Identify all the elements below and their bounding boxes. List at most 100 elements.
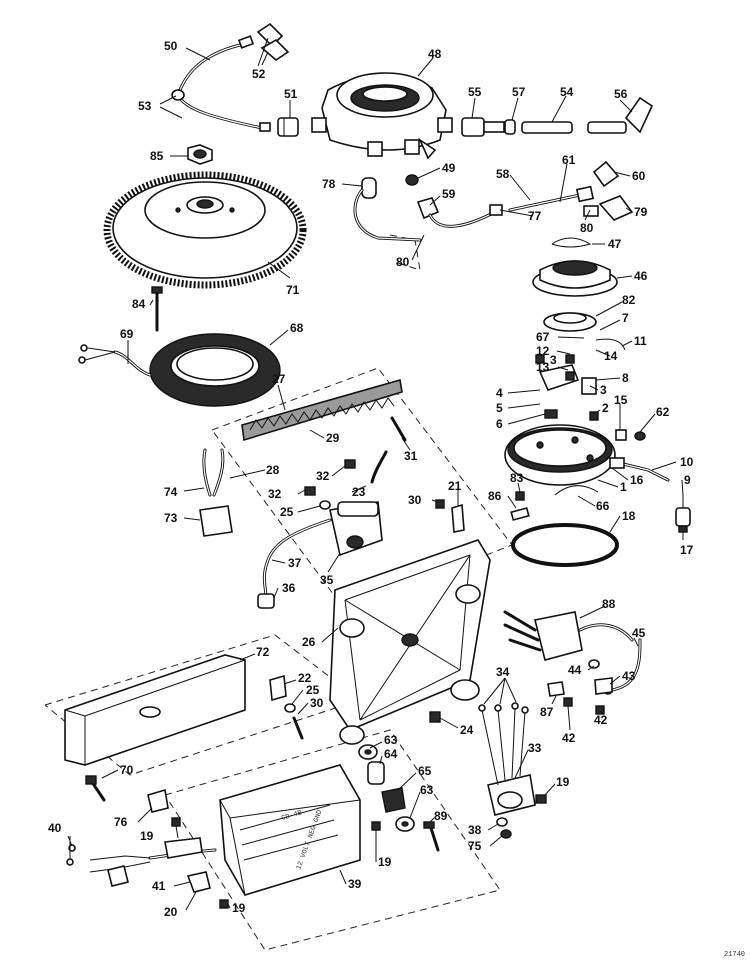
spacers-63-64-65 — [358, 744, 415, 832]
label-78: 78 — [322, 177, 336, 191]
figure-code: 21740 — [724, 951, 745, 959]
clamps-76-20-screws-19 — [147, 788, 381, 909]
label-3-lower: 3 — [600, 383, 607, 397]
label-87: 87 — [540, 705, 554, 719]
label-63-upper: 63 — [384, 733, 398, 747]
label-70: 70 — [120, 763, 134, 777]
regulator-88 — [503, 610, 634, 661]
label-86: 86 — [488, 489, 502, 503]
flywheel-71 — [103, 171, 307, 289]
grommet-49 — [405, 174, 419, 186]
label-4: 4 — [496, 386, 503, 400]
label-45: 45 — [632, 626, 646, 640]
label-56: 56 — [614, 87, 628, 101]
label-37: 37 — [288, 556, 302, 570]
screw-89 — [423, 821, 440, 852]
label-31: 31 — [404, 449, 418, 463]
label-28: 28 — [266, 463, 280, 477]
small-parts-32-23-25 — [304, 450, 388, 510]
label-79: 79 — [634, 205, 648, 219]
label-35: 35 — [320, 573, 334, 587]
clamp-22-washer-25-screw-30 — [269, 674, 304, 740]
label-2: 2 — [602, 401, 609, 415]
label-72: 72 — [256, 645, 270, 659]
clamps-44-43-87-42 — [547, 659, 613, 715]
label-12: 12 — [536, 344, 550, 358]
label-61: 61 — [562, 153, 576, 167]
screws-2-15-62 — [535, 354, 646, 441]
nuts-38-75 — [496, 817, 512, 839]
label-26: 26 — [302, 635, 316, 649]
label-85: 85 — [150, 149, 164, 163]
mounting-plate-26 — [329, 539, 491, 745]
label-77: 77 — [528, 209, 542, 223]
label-47: 47 — [608, 237, 622, 251]
sensor-35 — [329, 501, 383, 557]
stator-68 — [149, 333, 281, 407]
label-25-upper: 25 — [280, 505, 294, 519]
label-40: 40 — [48, 821, 62, 835]
label-84: 84 — [132, 297, 146, 311]
label-32-lower: 32 — [268, 487, 282, 501]
label-34: 34 — [496, 665, 510, 679]
lead-11 — [595, 338, 626, 351]
label-15: 15 — [614, 393, 628, 407]
label-5: 5 — [496, 401, 503, 415]
label-39: 39 — [348, 877, 362, 891]
stator-lead-69 — [78, 344, 152, 377]
label-17: 17 — [680, 543, 694, 557]
sensor-cable-74 — [199, 448, 233, 537]
terminal-17 — [675, 496, 691, 533]
washer-86-screw-83 — [510, 491, 530, 521]
label-71: 71 — [286, 283, 300, 297]
label-67: 67 — [536, 330, 550, 344]
label-55: 55 — [468, 85, 482, 99]
label-68: 68 — [290, 321, 304, 335]
coil-lead-59 — [416, 197, 503, 228]
key-switch-33 — [478, 702, 547, 816]
label-63-lower: 63 — [420, 783, 434, 797]
cover-72 — [64, 654, 246, 766]
label-49: 49 — [442, 161, 456, 175]
label-89: 89 — [434, 809, 448, 823]
label-42-left: 42 — [562, 731, 576, 745]
label-74: 74 — [164, 485, 178, 499]
retainer-66-ring-18 — [511, 485, 619, 567]
label-9: 9 — [684, 473, 691, 487]
plug-lead-54 — [461, 96, 654, 137]
label-32-upper: 32 — [316, 469, 330, 483]
label-23: 23 — [352, 485, 366, 499]
screw-30-21 — [435, 499, 465, 533]
label-73: 73 — [164, 511, 178, 525]
label-52: 52 — [252, 67, 266, 81]
label-19-pack: 19 — [378, 855, 392, 869]
label-80-upper: 80 — [580, 221, 594, 235]
label-64: 64 — [384, 747, 398, 761]
cable-37 — [257, 518, 332, 609]
label-18: 18 — [622, 509, 636, 523]
leader-lines — [67, 37, 684, 911]
label-53: 53 — [138, 99, 152, 113]
coil-lead-78 — [353, 177, 422, 242]
label-30-upper: 30 — [408, 493, 422, 507]
points-set-4 — [538, 364, 597, 419]
dashed-outline-coil-group — [389, 234, 421, 271]
label-3-upper: 3 — [550, 353, 557, 367]
label-75: 75 — [468, 839, 482, 853]
label-16: 16 — [630, 473, 644, 487]
label-6: 6 — [496, 417, 503, 431]
label-19-bottom: 19 — [232, 901, 246, 915]
label-29: 29 — [326, 431, 340, 445]
label-66: 66 — [596, 499, 610, 513]
lead-58 — [508, 160, 620, 212]
label-13: 13 — [536, 360, 550, 374]
cable-10 — [609, 457, 670, 482]
screw-24 — [429, 711, 441, 723]
label-25-lower: 25 — [306, 683, 320, 697]
label-50: 50 — [164, 39, 178, 53]
label-54: 54 — [560, 85, 574, 99]
power-pack-39: CD-4B 12 VOLT NEG GND — [219, 764, 361, 896]
flywheel-nut-85 — [187, 144, 213, 165]
label-19-switch: 19 — [556, 775, 570, 789]
